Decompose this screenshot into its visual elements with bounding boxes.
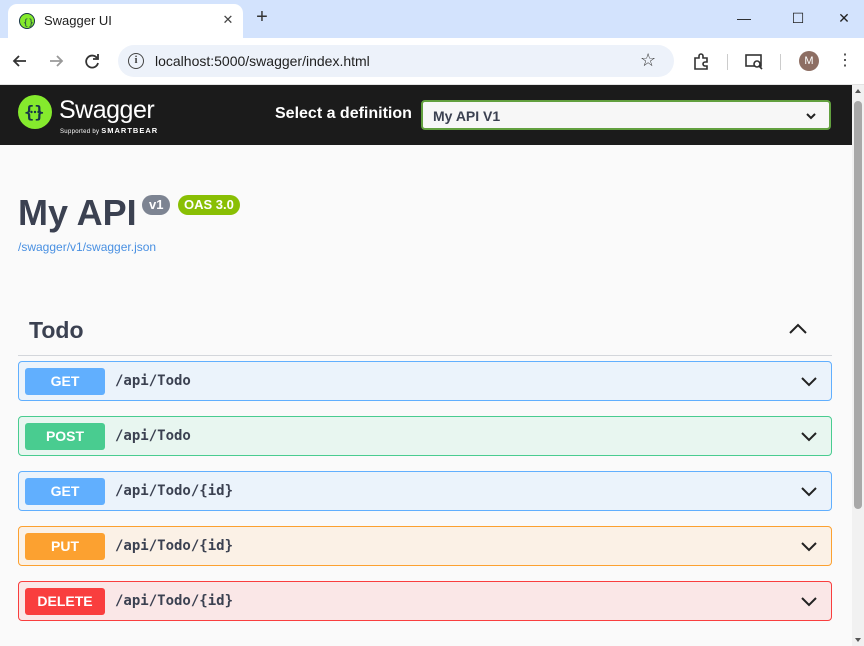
- tab-close-icon[interactable]: ✕: [222, 12, 234, 27]
- operation-path: /api/Todo/{id}: [115, 538, 234, 554]
- minimize-icon[interactable]: —: [737, 10, 751, 26]
- operation-path: /api/Todo: [115, 428, 191, 444]
- operation-get-todo[interactable]: GET /api/Todo: [18, 361, 832, 401]
- profile-avatar[interactable]: M: [799, 51, 819, 71]
- scroll-down-arrow-icon[interactable]: [855, 638, 861, 642]
- definition-label: Select a definition: [275, 105, 412, 122]
- browser-tab-strip: {} Swagger UI ✕ + — ☐ ✕: [0, 0, 864, 38]
- page-viewport: {} Swagger Supported by SMARTBEAR Select…: [0, 85, 864, 646]
- scrollbar-thumb[interactable]: [854, 101, 862, 509]
- method-badge: GET: [25, 368, 105, 395]
- chevron-down-icon[interactable]: [800, 484, 818, 502]
- svg-text:{}: {}: [23, 19, 34, 29]
- operation-path: /api/Todo/{id}: [115, 593, 234, 609]
- new-tab-button[interactable]: +: [256, 6, 268, 28]
- method-badge: POST: [25, 423, 105, 450]
- operation-get-todo-by-id[interactable]: GET /api/Todo/{id}: [18, 471, 832, 511]
- api-title: My API: [18, 192, 137, 233]
- back-arrow-icon[interactable]: [9, 50, 31, 72]
- swagger-logo-text: Swagger: [59, 96, 155, 124]
- operation-path: /api/Todo/{id}: [115, 483, 234, 499]
- bookmark-star-icon[interactable]: ☆: [640, 50, 657, 70]
- page-scrollbar[interactable]: [852, 85, 864, 646]
- browser-tab[interactable]: {} Swagger UI ✕: [8, 4, 243, 38]
- toolbar-divider: [780, 54, 781, 70]
- spec-json-link[interactable]: /swagger/v1/swagger.json: [18, 240, 157, 254]
- logo-sub-prefix: Supported by: [60, 129, 100, 135]
- method-badge: GET: [25, 478, 105, 505]
- chevron-up-icon[interactable]: [788, 321, 808, 340]
- operation-delete-todo-by-id[interactable]: DELETE /api/Todo/{id}: [18, 581, 832, 621]
- extensions-icon[interactable]: [690, 50, 712, 72]
- tag-name: Todo: [29, 317, 84, 343]
- chevron-down-icon[interactable]: [800, 429, 818, 447]
- window-close-icon[interactable]: ✕: [838, 10, 850, 26]
- definition-select[interactable]: My API V1: [421, 100, 831, 130]
- definition-selected-value: My API V1: [433, 108, 501, 124]
- method-badge: PUT: [25, 533, 105, 560]
- operation-put-todo-by-id[interactable]: PUT /api/Todo/{id}: [18, 526, 832, 566]
- operation-path: /api/Todo: [115, 373, 191, 389]
- swagger-logo-icon[interactable]: {}: [18, 95, 52, 129]
- tag-section-header[interactable]: Todo: [18, 307, 832, 356]
- chevron-down-icon[interactable]: [800, 594, 818, 612]
- chevron-down-icon[interactable]: [800, 374, 818, 392]
- browser-menu-icon[interactable]: ⋮: [837, 52, 853, 69]
- swagger-favicon-icon: {}: [19, 13, 35, 29]
- scroll-up-arrow-icon[interactable]: [855, 89, 861, 93]
- operation-post-todo[interactable]: POST /api/Todo: [18, 416, 832, 456]
- address-bar[interactable]: i localhost:5000/swagger/index.html ☆: [118, 45, 674, 77]
- tab-title: Swagger UI: [44, 13, 112, 28]
- oas-badge: OAS 3.0: [178, 195, 240, 215]
- reload-icon[interactable]: [81, 50, 103, 72]
- chevron-down-icon: [805, 109, 817, 127]
- logo-sub-brand: SMARTBEAR: [101, 126, 159, 135]
- forward-arrow-icon[interactable]: [45, 50, 67, 72]
- toolbar-divider: [727, 54, 728, 70]
- url-text[interactable]: localhost:5000/swagger/index.html: [155, 53, 370, 69]
- maximize-icon[interactable]: ☐: [791, 10, 805, 26]
- site-info-icon[interactable]: i: [128, 53, 144, 69]
- swagger-topbar: {} Swagger Supported by SMARTBEAR Select…: [0, 85, 852, 145]
- chevron-down-icon[interactable]: [800, 539, 818, 557]
- swagger-logo-subtitle: Supported by SMARTBEAR: [60, 126, 158, 135]
- version-badge: v1: [142, 195, 171, 215]
- browser-toolbar: i localhost:5000/swagger/index.html ☆ M …: [0, 38, 864, 85]
- tab-search-icon[interactable]: [743, 50, 765, 72]
- svg-text:{}: {}: [24, 103, 44, 123]
- method-badge: DELETE: [25, 588, 105, 615]
